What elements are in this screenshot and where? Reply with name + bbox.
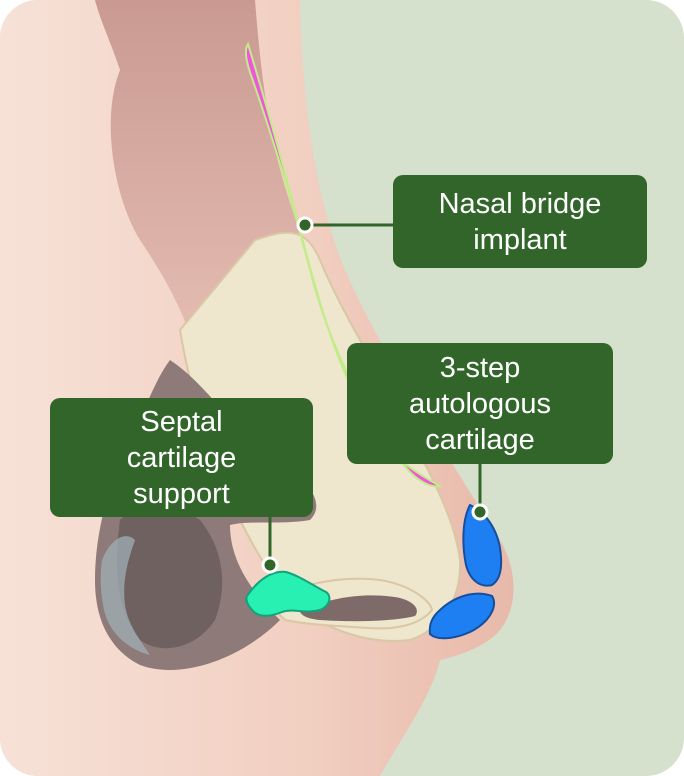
septal-cartilage-support: [245, 570, 331, 617]
label-septal-cartilage-support: Septal cartilage support: [50, 398, 313, 517]
autologous-cartilage-upper: [462, 503, 503, 587]
label-nasal-bridge-line2: implant: [473, 223, 567, 256]
leader-dot-septal: [261, 556, 279, 574]
label-autologous-cartilage: 3-step autologous cartilage: [347, 343, 613, 464]
nasal-cavity-shadow: [116, 505, 223, 649]
label-nasal-bridge-implant: Nasal bridge implant: [393, 175, 647, 268]
label-autologous-line1: 3-step: [439, 351, 521, 384]
label-septal-line1: Septal: [140, 405, 223, 438]
label-septal-line3: support: [133, 477, 230, 510]
nasal-concha: [100, 536, 150, 655]
label-nasal-bridge-line1: Nasal bridge: [438, 187, 602, 220]
leader-dot-autologous: [471, 503, 489, 521]
autologous-cartilage-lower: [428, 592, 495, 640]
label-autologous-line2: autologous: [409, 387, 551, 420]
leader-dot-nasal-bridge: [296, 216, 314, 234]
label-autologous-line3: cartilage: [425, 423, 535, 456]
label-septal-line2: cartilage: [126, 441, 237, 474]
nasal-bone: [178, 231, 462, 642]
